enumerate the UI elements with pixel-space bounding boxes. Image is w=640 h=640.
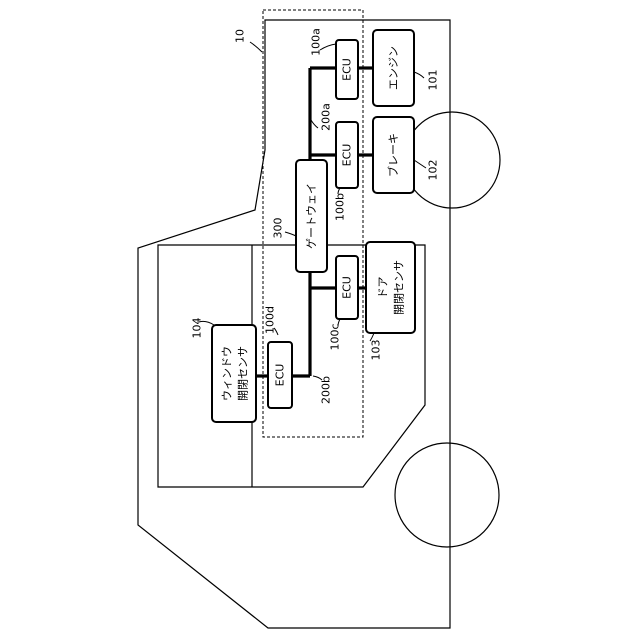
door-sensor-label-line2: 開閉センサ (393, 260, 406, 315)
ecu-window-ref: 100d (264, 306, 277, 334)
engine-ref: 101 (427, 70, 440, 91)
door-sensor-ref: 103 (370, 340, 383, 361)
window-sensor-label-line1: ウィンドウ (221, 346, 234, 401)
ecu-engine-ref: 100a (310, 28, 323, 56)
brake-ref: 102 (427, 160, 440, 181)
door-sensor-box (366, 242, 415, 333)
rear-wheel (395, 443, 499, 547)
window-sensor-ref: 104 (191, 318, 204, 339)
gateway-ref: 300 (272, 218, 285, 239)
ecu-door-ref: 100c (329, 323, 342, 350)
door-sensor-label-line1: ドア (377, 277, 390, 299)
ecu-brake-ref: 100b (334, 193, 347, 221)
ecu-engine-label: ECU (341, 58, 354, 81)
ecu-window-label: ECU (274, 364, 287, 387)
ecu-brake-label: ECU (341, 144, 354, 167)
engine-label: エンジン (387, 46, 400, 90)
bus-lower-ref: 200b (320, 376, 333, 404)
bus-upper-ref: 200a (320, 103, 333, 131)
gateway-label: ゲートウェイ (305, 183, 318, 249)
system-ref: 10 (234, 29, 247, 43)
brake-label: ブレーキ (386, 133, 400, 177)
front-wheel (404, 112, 500, 208)
window-sensor-label-line2: 開閉センサ (237, 346, 250, 401)
ecu-door-label: ECU (341, 276, 354, 299)
